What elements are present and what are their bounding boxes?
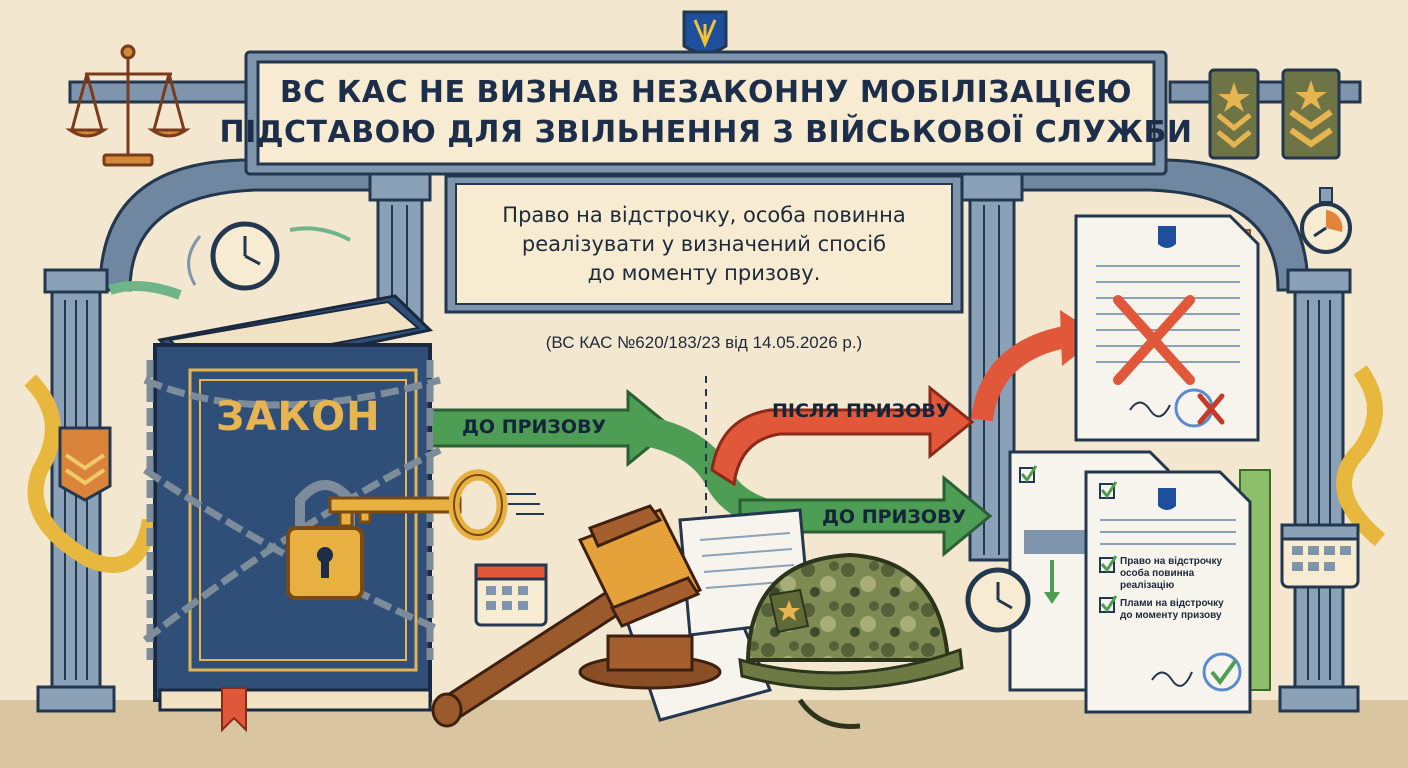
- checklist-item-2-line-1: Плами на відстрочку: [1120, 598, 1224, 609]
- arrow-to-rejected-doc: [971, 325, 1073, 422]
- citation-block: (ВС КАС №620/183/23 від 14.05.2026 р.): [456, 328, 952, 358]
- left-ribbon: [24, 374, 158, 573]
- checklist-item-2: Плами на відстрочку до моменту призову: [1120, 598, 1224, 622]
- checklist-item-1-line-1: Право на відстрочку: [1120, 556, 1223, 567]
- calendar-icon: [474, 563, 548, 627]
- rejected-document: [1074, 214, 1260, 442]
- title-line-1: ВС КАС НЕ ВИЗНАВ НЕЗАКОННУ МОБІЛІЗАЦІЄЮ: [279, 75, 1133, 110]
- badge-icon: [58, 426, 112, 502]
- right-ribbon: [1336, 365, 1386, 547]
- approved-documents: [1008, 450, 1271, 714]
- left-ribbon-green: [108, 281, 182, 300]
- subtitle-line-2: реалізувати у визначений спосіб: [521, 231, 887, 256]
- cross-icon: [1113, 295, 1195, 385]
- checklist-item-1-line-2: особа повинна: [1120, 568, 1195, 579]
- gavel-icon: [431, 504, 722, 728]
- subtitle-block: Право на відстрочку, особа повинна реалі…: [456, 184, 952, 304]
- label-before-draft-top: ДО ПРИЗОВУ: [462, 416, 607, 438]
- signature-icon: [1129, 401, 1171, 418]
- checklist-item-1: Право на відстрочку особа повинна реаліз…: [1120, 556, 1222, 592]
- title-line-2: ПІДСТАВОЮ ДЛЯ ЗВІЛЬНЕННЯ З ВІЙСЬКОВОЇ СЛ…: [219, 115, 1193, 150]
- stopwatch-icon: [1300, 187, 1352, 254]
- title-block: ВС КАС НЕ ВИЗНАВ НЕЗАКОННУ МОБІЛІЗАЦІЄЮ …: [220, 62, 1192, 164]
- helmet-icon: [738, 552, 964, 729]
- subtitle-line-3: до моменту призову.: [587, 260, 821, 285]
- checklist-item-1-line-3: реалізацію: [1120, 580, 1175, 591]
- scales-icon: [65, 44, 191, 167]
- subtitle-box: [455, 183, 953, 305]
- left-cornice: [68, 80, 252, 104]
- clock-icon: [965, 567, 1031, 633]
- label-after-draft: ПІСЛЯ ПРИЗОВУ: [772, 400, 951, 422]
- clock-icon: [187, 221, 351, 291]
- key-icon: [328, 469, 508, 541]
- signature-icon: [1151, 671, 1193, 687]
- right-column: [1278, 268, 1360, 713]
- calendar-icon: [1280, 523, 1360, 589]
- arrow-after-draft: [710, 384, 975, 487]
- label-before-draft-bottom: ДО ПРИЗОВУ: [822, 506, 967, 528]
- rank-insignia-icon: [1208, 68, 1341, 160]
- book-title: ЗАКОН: [216, 394, 381, 440]
- checklist-item-2-line-2: до моменту призову: [1120, 610, 1222, 621]
- citation: (ВС КАС №620/183/23 від 14.05.2026 р.): [545, 333, 863, 352]
- subtitle-line-1: Право на відстрочку, особа повинна: [502, 202, 906, 227]
- title-banner: [256, 60, 1156, 166]
- coat-of-arms-icon: [682, 10, 728, 55]
